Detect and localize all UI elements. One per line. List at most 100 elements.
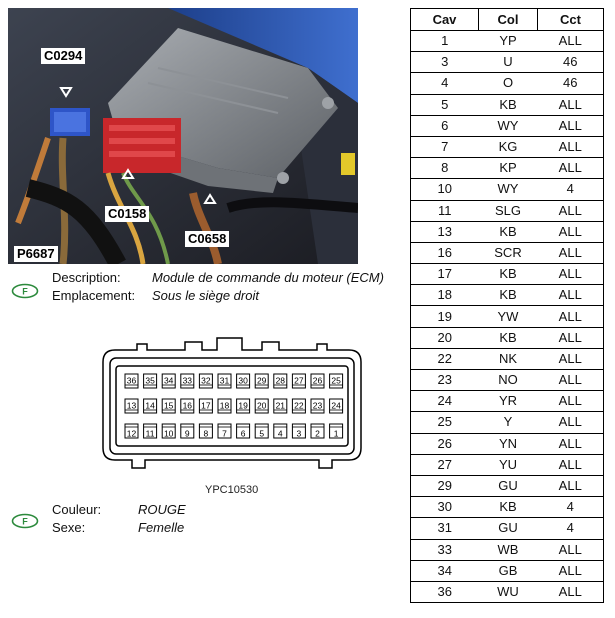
cell-cav: 36	[410, 581, 479, 604]
cell-cct: 46	[537, 51, 604, 74]
connector-pin	[329, 398, 344, 414]
cell-cct: ALL	[537, 581, 604, 604]
connector-pin	[143, 373, 158, 389]
color-value: ROUGE	[138, 502, 186, 517]
connector-pin	[273, 398, 288, 414]
cell-cav: 34	[410, 560, 479, 582]
connector-pin-number: 28	[276, 376, 286, 386]
connector-pin	[143, 423, 158, 439]
cell-cct: ALL	[537, 539, 604, 561]
connector-pin	[161, 423, 176, 439]
connector-pin	[217, 423, 232, 439]
cell-cav: 26	[410, 433, 479, 455]
cell-col: WU	[478, 581, 538, 604]
cell-cct: ALL	[537, 157, 604, 180]
connector-pin-number: 23	[313, 401, 323, 411]
callout-c0294: C0294	[41, 48, 86, 64]
cell-col: YP	[478, 30, 538, 53]
connector-pin-number: 5	[259, 429, 264, 439]
connector-pin-number: 22	[294, 401, 304, 411]
cell-col: KB	[478, 263, 538, 286]
ecm-photo: C0294 C0158 C0658 P6687	[8, 8, 358, 264]
connector-pin	[198, 423, 213, 439]
cell-cav: 31	[410, 517, 479, 540]
connector-pin	[161, 373, 176, 389]
callout-p6687: P6687	[14, 246, 58, 262]
connector-pin-number: 24	[331, 401, 341, 411]
cell-cct: ALL	[537, 305, 604, 328]
connector-pin-number: 34	[164, 376, 174, 386]
connector-pin-number: 18	[220, 401, 230, 411]
cell-cav: 23	[410, 369, 479, 392]
cell-cct: ALL	[537, 94, 604, 116]
cell-col: WY	[478, 115, 538, 137]
cell-cav: 7	[410, 136, 479, 159]
connector-pin-number: 2	[315, 429, 320, 439]
cell-cct: ALL	[537, 284, 604, 307]
cell-cct: ALL	[537, 115, 604, 137]
connector-pin	[180, 423, 195, 439]
connector-pin-number: 20	[257, 401, 267, 411]
cell-col: KP	[478, 157, 538, 180]
connector-pin	[329, 373, 344, 389]
cell-col: YR	[478, 390, 538, 413]
connector-pin	[254, 423, 269, 439]
connector-pin-number: 26	[313, 376, 323, 386]
connector-pin	[273, 373, 288, 389]
connector-pin	[291, 373, 306, 389]
connector-pin-number: 6	[241, 429, 246, 439]
connector-pin-number: 1	[334, 429, 339, 439]
connector-pin-number: 14	[145, 401, 155, 411]
connector-pin	[291, 398, 306, 414]
cell-col: GB	[478, 560, 538, 582]
cell-col: KB	[478, 221, 538, 243]
header-cav: Cav	[410, 8, 479, 31]
cell-col: KB	[478, 327, 538, 349]
connector-pin	[124, 373, 139, 389]
connector-pin	[143, 398, 158, 414]
connector-pin-number: 8	[204, 429, 209, 439]
cell-cct: ALL	[537, 327, 604, 349]
cell-col: SCR	[478, 242, 538, 265]
cell-col: U	[478, 51, 538, 74]
connector-pin	[198, 373, 213, 389]
cell-cav: 4	[410, 72, 479, 95]
connector-pin	[254, 398, 269, 414]
connector-pin-number: 31	[220, 376, 230, 386]
ecm-photo-image	[8, 8, 358, 264]
cell-cav: 19	[410, 305, 479, 328]
cell-cct: ALL	[537, 369, 604, 392]
header-cct: Cct	[537, 8, 604, 31]
cell-col: NO	[478, 369, 538, 392]
cell-cav: 6	[410, 115, 479, 137]
cell-col: GU	[478, 517, 538, 540]
cell-cct: ALL	[537, 30, 604, 53]
cell-cav: 16	[410, 242, 479, 265]
cell-cav: 5	[410, 94, 479, 116]
connector-pin-number: 15	[164, 401, 174, 411]
connector-pin	[310, 423, 325, 439]
connector-pin-number: 36	[127, 376, 137, 386]
cell-cav: 20	[410, 327, 479, 349]
cell-col: WY	[478, 178, 538, 201]
connector-pin	[310, 373, 325, 389]
connector-pin	[236, 373, 251, 389]
connector-pin-number: 10	[164, 429, 174, 439]
cell-col: KB	[478, 94, 538, 116]
cell-cct: 4	[537, 496, 604, 519]
connector-pin-number: 11	[146, 429, 155, 439]
description-label: Description:	[52, 270, 121, 285]
